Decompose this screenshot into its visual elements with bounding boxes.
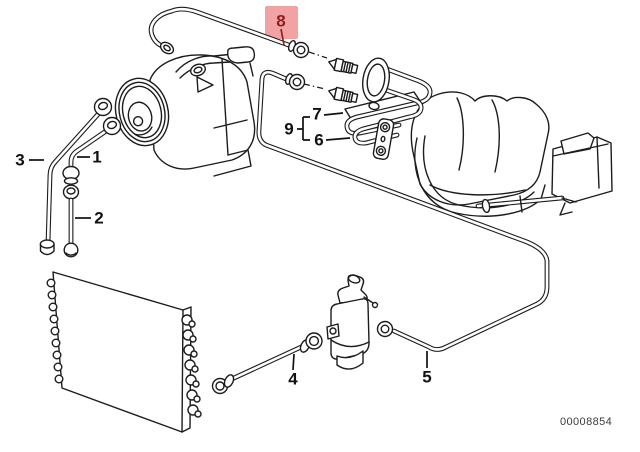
pipes-1-2-3-drawing [39, 97, 122, 258]
compressor-drawing [114, 46, 256, 177]
callout-leader-lines [29, 28, 428, 371]
pipe-4-drawing [211, 332, 323, 395]
callout-7: 7 [312, 104, 322, 124]
callout-6: 6 [314, 130, 324, 150]
callout-8-highlighted: 8 [276, 11, 286, 31]
drawing-number: 00008854 [560, 416, 613, 428]
callout-5: 5 [422, 367, 432, 387]
callout-9: 9 [284, 119, 294, 139]
double-pipe-assembly-drawing [303, 51, 433, 160]
callout-1: 1 [92, 147, 102, 167]
callout-4: 4 [288, 369, 298, 389]
receiver-drier-drawing [326, 274, 379, 370]
pipe-5-drawing [256, 69, 550, 352]
condenser-drawing [46, 271, 202, 433]
pipe-8-drawing [148, 6, 310, 59]
engine-manifold-drawing [410, 91, 613, 217]
callout-3: 3 [15, 150, 25, 170]
callout-2: 2 [94, 208, 104, 228]
